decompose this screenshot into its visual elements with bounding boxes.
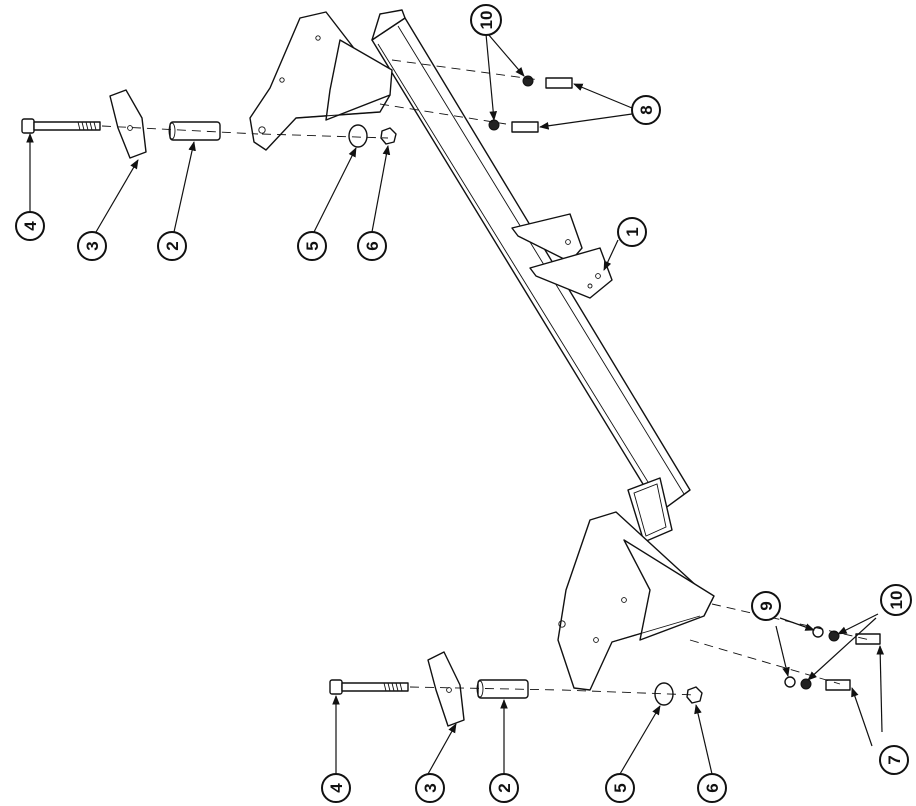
- lower-mounting-bracket: [557, 511, 715, 691]
- callout-5-top: 5: [297, 231, 327, 261]
- upper-bracket-hardware-8-10: [488, 75, 573, 133]
- callout-2-top: 2: [157, 231, 187, 261]
- callout-6-top: 6: [357, 231, 387, 261]
- callout-10-top: 10: [470, 4, 502, 36]
- callout-9: 9: [751, 591, 781, 621]
- callout-10-bottom: 10: [880, 584, 912, 616]
- upper-nut-part-6: [380, 127, 397, 145]
- callout-4-top: 4: [15, 211, 45, 241]
- callout-label: 6: [703, 783, 722, 792]
- callout-1: 1: [617, 217, 647, 247]
- main-crossbar-tube: [371, 9, 691, 543]
- upper-bolt-part-4: [21, 118, 101, 134]
- lower-bracket-hardware-7-9-10: [784, 626, 881, 691]
- upper-mounting-bracket: [249, 11, 393, 151]
- callout-label: 3: [83, 241, 102, 250]
- lower-nut-part-6: [686, 686, 703, 704]
- upper-clip-part-3: [109, 89, 147, 159]
- callout-label: 3: [421, 783, 440, 792]
- callout-label: 9: [757, 601, 776, 610]
- callout-label: 5: [303, 241, 322, 250]
- lower-bolt-part-4: [329, 679, 409, 695]
- callout-label: 6: [363, 241, 382, 250]
- callout-label: 1: [623, 227, 642, 236]
- callout-4-bottom: 4: [321, 773, 351, 803]
- callout-label: 2: [495, 783, 514, 792]
- callout-label: 8: [637, 105, 656, 114]
- callout-7: 7: [879, 745, 909, 775]
- lower-clip-part-3: [427, 651, 465, 727]
- callout-label: 2: [163, 241, 182, 250]
- callout-5-bottom: 5: [605, 773, 635, 803]
- callout-label: 10: [887, 591, 906, 610]
- callout-8: 8: [631, 95, 661, 125]
- callout-label: 4: [327, 783, 346, 793]
- callout-label: 5: [611, 783, 630, 792]
- callout-label: 10: [477, 11, 496, 30]
- callout-3-top: 3: [77, 231, 107, 261]
- center-mounting-tabs: [511, 213, 613, 299]
- callout-6-bottom: 6: [697, 773, 727, 803]
- upper-washer-part-5: [348, 124, 368, 148]
- leader-lines: [26, 33, 885, 775]
- callout-3-bottom: 3: [415, 773, 445, 803]
- callout-label: 7: [885, 755, 904, 764]
- callout-2-bottom: 2: [489, 773, 519, 803]
- callout-label: 4: [21, 221, 40, 231]
